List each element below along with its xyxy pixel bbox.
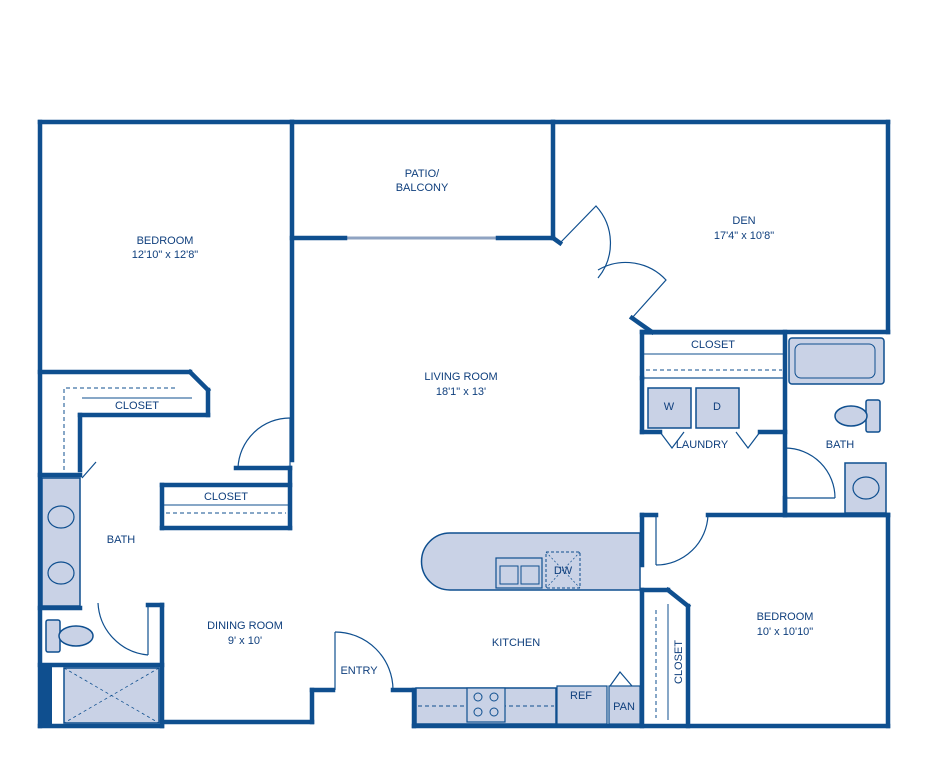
toilet-bath1	[45, 619, 94, 653]
dryer	[695, 387, 740, 429]
walls	[37, 119, 891, 729]
den-closet-label: CLOSET	[691, 339, 735, 351]
kitchen-label: KITCHEN	[492, 637, 540, 649]
hall-closet-label: CLOSET	[204, 491, 248, 503]
dining-room-label: DINING ROOM	[207, 620, 283, 632]
range	[466, 687, 506, 723]
den-size: 17'4" x 10'8"	[714, 230, 774, 242]
pantry	[608, 685, 641, 725]
bedroom2-label: BEDROOM	[757, 611, 814, 623]
bath1-label: BATH	[107, 534, 136, 546]
refrigerator-label: REF	[570, 690, 592, 702]
washer	[647, 387, 692, 429]
entry-label: ENTRY	[340, 665, 378, 677]
dishwasher	[545, 551, 581, 589]
dining-room-size: 9' x 10'	[228, 635, 262, 647]
structural-column	[38, 665, 52, 728]
bedroom2-size: 10' x 10'10"	[757, 626, 814, 638]
bedroom1-label: BEDROOM	[137, 235, 194, 247]
bedroom2-closet-label: CLOSET	[673, 640, 685, 684]
pantry-label: PAN	[613, 701, 635, 713]
washer-label: W	[664, 401, 675, 413]
laundry-label: LAUNDRY	[676, 439, 729, 451]
living-room-label: LIVING ROOM	[424, 371, 497, 383]
bedroom1-closet-label: CLOSET	[115, 400, 159, 412]
kitchen-island	[420, 532, 641, 591]
bedroom1-size: 12'10" x 12'8"	[132, 249, 199, 261]
den-label: DEN	[732, 215, 755, 227]
kitchen-counter	[415, 685, 641, 725]
dishwasher-label: DW	[554, 565, 573, 577]
toilet-bath2	[834, 399, 881, 433]
double-sink	[495, 557, 543, 589]
sink-bath2	[844, 462, 887, 514]
bathtub	[788, 337, 885, 385]
dryer-label: D	[713, 401, 721, 413]
bath2-label: BATH	[826, 439, 855, 451]
closet-shelves	[63, 333, 786, 720]
refrigerator	[556, 685, 608, 725]
vanity-bath1	[41, 477, 81, 607]
patio-label-line1: PATIO/	[405, 168, 440, 180]
patio-label-line2: BALCONY	[396, 182, 449, 194]
living-room-size: 18'1" x 13'	[436, 386, 486, 398]
shower	[63, 667, 160, 724]
labels: PATIO/ BALCONY BEDROOM 12'10" x 12'8" DE…	[107, 168, 855, 713]
doors	[81, 205, 836, 691]
